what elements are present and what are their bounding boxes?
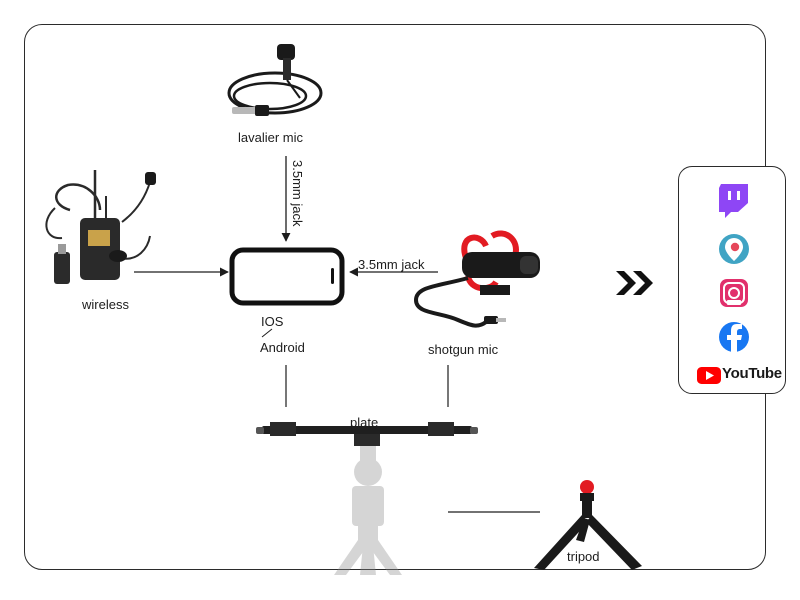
jack-vertical-label: 3.5mm jack xyxy=(290,160,305,227)
double-chevron-icon xyxy=(616,271,653,295)
phone-image xyxy=(229,247,345,306)
mini-tripod-image xyxy=(534,480,642,570)
tripod-label: tripod xyxy=(567,549,600,564)
ballhead-tripod-image xyxy=(334,446,402,575)
android-label: Android xyxy=(260,340,305,355)
youtube-wordmark: YouTube xyxy=(722,365,782,382)
wireless-kit-image xyxy=(45,170,156,284)
jack-horizontal-label: 3.5mm jack xyxy=(358,257,425,272)
lavalier-mic-label: lavalier mic xyxy=(238,130,304,145)
lavalier-mic-image xyxy=(227,44,323,116)
ios-label: IOS xyxy=(261,314,284,329)
os-slash xyxy=(261,328,273,338)
plate-image xyxy=(256,422,478,446)
shotgun-mic-image xyxy=(413,230,540,328)
plate-label: plate xyxy=(350,415,379,430)
shotgun-mic-label: shotgun mic xyxy=(428,342,499,357)
streaming-platforms-panel xyxy=(678,166,786,394)
wireless-label: wireless xyxy=(82,297,129,312)
